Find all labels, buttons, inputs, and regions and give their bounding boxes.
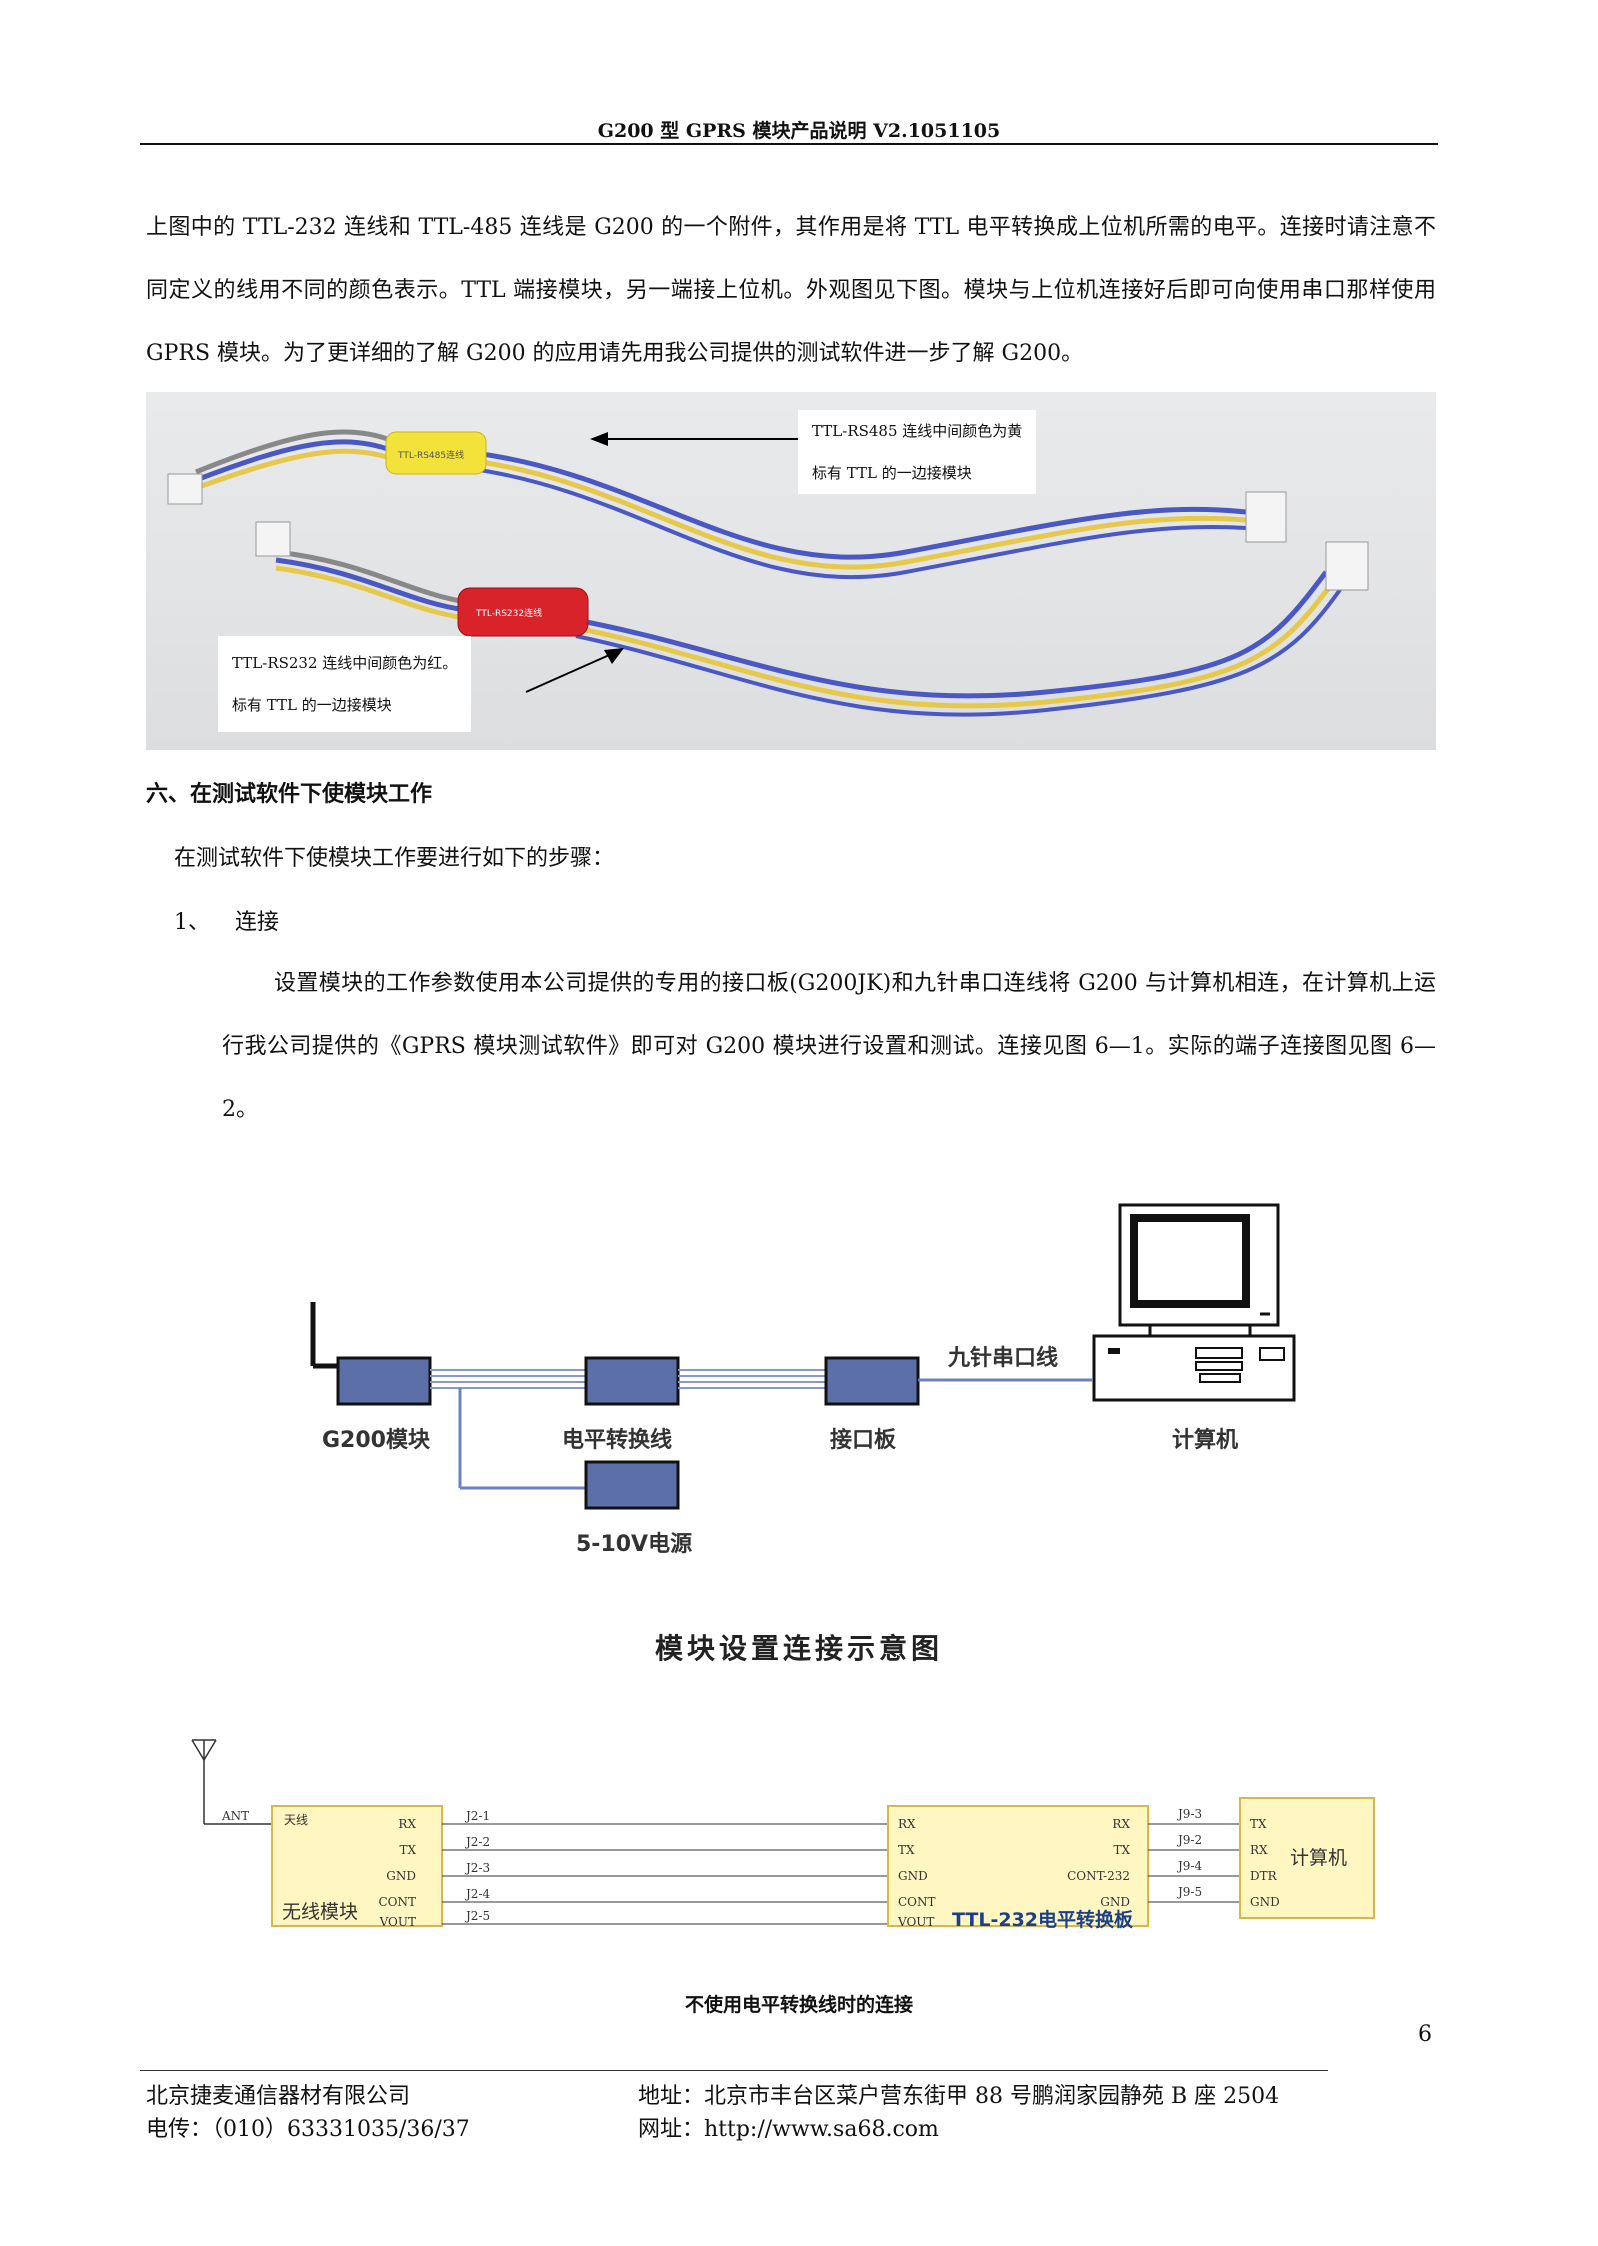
intro-paragraph: 上图中的 TTL-232 连线和 TTL-485 连线是 G200 的一个附件，… bbox=[146, 215, 1436, 366]
callout-485: TTL-RS485 连线中间颜色为黄 标有 TTL 的一边接模块 bbox=[798, 410, 1037, 494]
footer-company: 北京捷麦通信器材有限公司 bbox=[146, 2084, 411, 2109]
ant-label: ANT bbox=[221, 1809, 249, 1823]
j2-1: J2-1 bbox=[464, 1809, 490, 1823]
conv-left-pin-3: GND bbox=[898, 1869, 928, 1883]
conv-left-pin-2: TX bbox=[898, 1843, 915, 1857]
callout-232-line1: TTL-RS232 连线中间颜色为红。 bbox=[232, 654, 458, 672]
power-label: 5-10V电源 bbox=[576, 1532, 693, 1557]
footer-phone: 电传：（010）63331035/36/37 bbox=[146, 2117, 470, 2142]
converter-box bbox=[584, 1356, 680, 1406]
footer-website: 网址：http://www.sa68.com bbox=[638, 2117, 939, 2142]
cable-photo: TTL-RS485连线 TTL-RS232连线 TTL-RS485 连线中间颜色… bbox=[146, 392, 1436, 750]
serial-cable-label: 九针串口线 bbox=[948, 1346, 1059, 1371]
ttl232-block bbox=[887, 1805, 1149, 1927]
wireless-antenna-pin: 天线 bbox=[284, 1813, 308, 1827]
tag-232: TTL-RS232连线 bbox=[475, 607, 542, 619]
conv-right-pin-3: CONT-232 bbox=[1067, 1869, 1130, 1883]
footer-left: 北京捷麦通信器材有限公司 电传：（010）63331035/36/37 bbox=[146, 2080, 470, 2146]
conv-right-pin-1: RX bbox=[1112, 1817, 1130, 1831]
wm-pin-2: TX bbox=[399, 1843, 416, 1857]
connection-diagram: G200模块 电平转换线 接口板 计算机 九针串口线 5-10V电源 bbox=[300, 1190, 1300, 1590]
tag-485: TTL-RS485连线 bbox=[397, 449, 464, 461]
g200-box bbox=[336, 1356, 432, 1406]
footer-address: 地址：北京市丰台区菜户营东街甲 88 号鹏润家园静苑 B 座 2504 bbox=[638, 2084, 1280, 2109]
page-number: 6 bbox=[1418, 2022, 1432, 2047]
footer-rule bbox=[140, 2070, 1328, 2071]
footer-right: 地址：北京市丰台区菜户营东街甲 88 号鹏润家园静苑 B 座 2504 网址：h… bbox=[638, 2080, 1279, 2146]
callout-485-line2: 标有 TTL 的一边接模块 bbox=[812, 464, 972, 482]
conv-left-pin-4: CONT bbox=[898, 1895, 936, 1909]
pc-pin-3: DTR bbox=[1250, 1869, 1278, 1883]
g200-label: G200模块 bbox=[322, 1428, 430, 1453]
power-box bbox=[584, 1460, 680, 1510]
step1-text: 设置模块的工作参数使用本公司提供的专用的接口板(G200JK)和九针串口连线将 … bbox=[222, 971, 1436, 1122]
conv-left-pin-5: VOUT bbox=[897, 1915, 934, 1929]
ttl232-block-name: TTL-232电平转换板 bbox=[952, 1908, 1134, 1931]
schematic-caption: 不使用电平转换线时的连接 bbox=[684, 1994, 913, 2016]
header-rule bbox=[140, 143, 1438, 145]
wm-pin-3: GND bbox=[386, 1869, 416, 1883]
callout-485-line1: TTL-RS485 连线中间颜色为黄 bbox=[812, 422, 1023, 440]
conv-right-pin-2: TX bbox=[1113, 1843, 1130, 1857]
conv-right-pin-4: GND bbox=[1100, 1895, 1130, 1909]
conv-left-pin-1: RX bbox=[898, 1817, 916, 1831]
page-header-title: G200 型 GPRS 模块产品说明 V2.1051105 bbox=[597, 120, 1001, 142]
callout-232: TTL-RS232 连线中间颜色为红。 标有 TTL 的一边接模块 bbox=[218, 636, 472, 732]
pc-pin-1: TX bbox=[1250, 1817, 1267, 1831]
wm-pin-4: CONT bbox=[378, 1895, 416, 1909]
computer-block-name: 计算机 bbox=[1290, 1847, 1347, 1869]
j9-4: J9-4 bbox=[1176, 1859, 1203, 1873]
section-intro: 在测试软件下使模块工作要进行如下的步骤： bbox=[174, 846, 615, 871]
section-heading: 六、在测试软件下使模块工作 bbox=[146, 782, 433, 807]
j9-5: J9-5 bbox=[1176, 1885, 1202, 1899]
step1-label: 1、 连接 bbox=[174, 910, 279, 935]
interface-label: 接口板 bbox=[830, 1428, 897, 1453]
wireless-module-block bbox=[271, 1805, 443, 1927]
j9-3: J9-3 bbox=[1176, 1807, 1202, 1821]
converter-label: 电平转换线 bbox=[562, 1428, 673, 1453]
interface-box bbox=[824, 1356, 920, 1406]
j2-4: J2-4 bbox=[464, 1887, 491, 1901]
diagram1-title: 模块设置连接示意图 bbox=[654, 1632, 943, 1665]
j2-5: J2-5 bbox=[464, 1909, 490, 1923]
callout-232-line2: 标有 TTL 的一边接模块 bbox=[232, 696, 392, 714]
pc-pin-2: RX bbox=[1250, 1843, 1268, 1857]
cable-photo-drawing: TTL-RS485连线 TTL-RS232连线 bbox=[167, 429, 1369, 717]
j2-3: J2-3 bbox=[464, 1861, 490, 1875]
j2-2: J2-2 bbox=[464, 1835, 490, 1849]
j9-2: J9-2 bbox=[1176, 1833, 1202, 1847]
wm-pin-1: RX bbox=[398, 1817, 416, 1831]
computer-block bbox=[1239, 1797, 1375, 1919]
wireless-module-name: 无线模块 bbox=[282, 1901, 358, 1923]
pc-pin-4: GND bbox=[1250, 1895, 1280, 1909]
computer-label: 计算机 bbox=[1172, 1428, 1239, 1453]
wiring-schematic: ANT 天线 RX TX GND CONT VOUT 无线模块 J2-1 J2-… bbox=[180, 1732, 1380, 1952]
wm-pin-5: VOUT bbox=[379, 1915, 416, 1929]
